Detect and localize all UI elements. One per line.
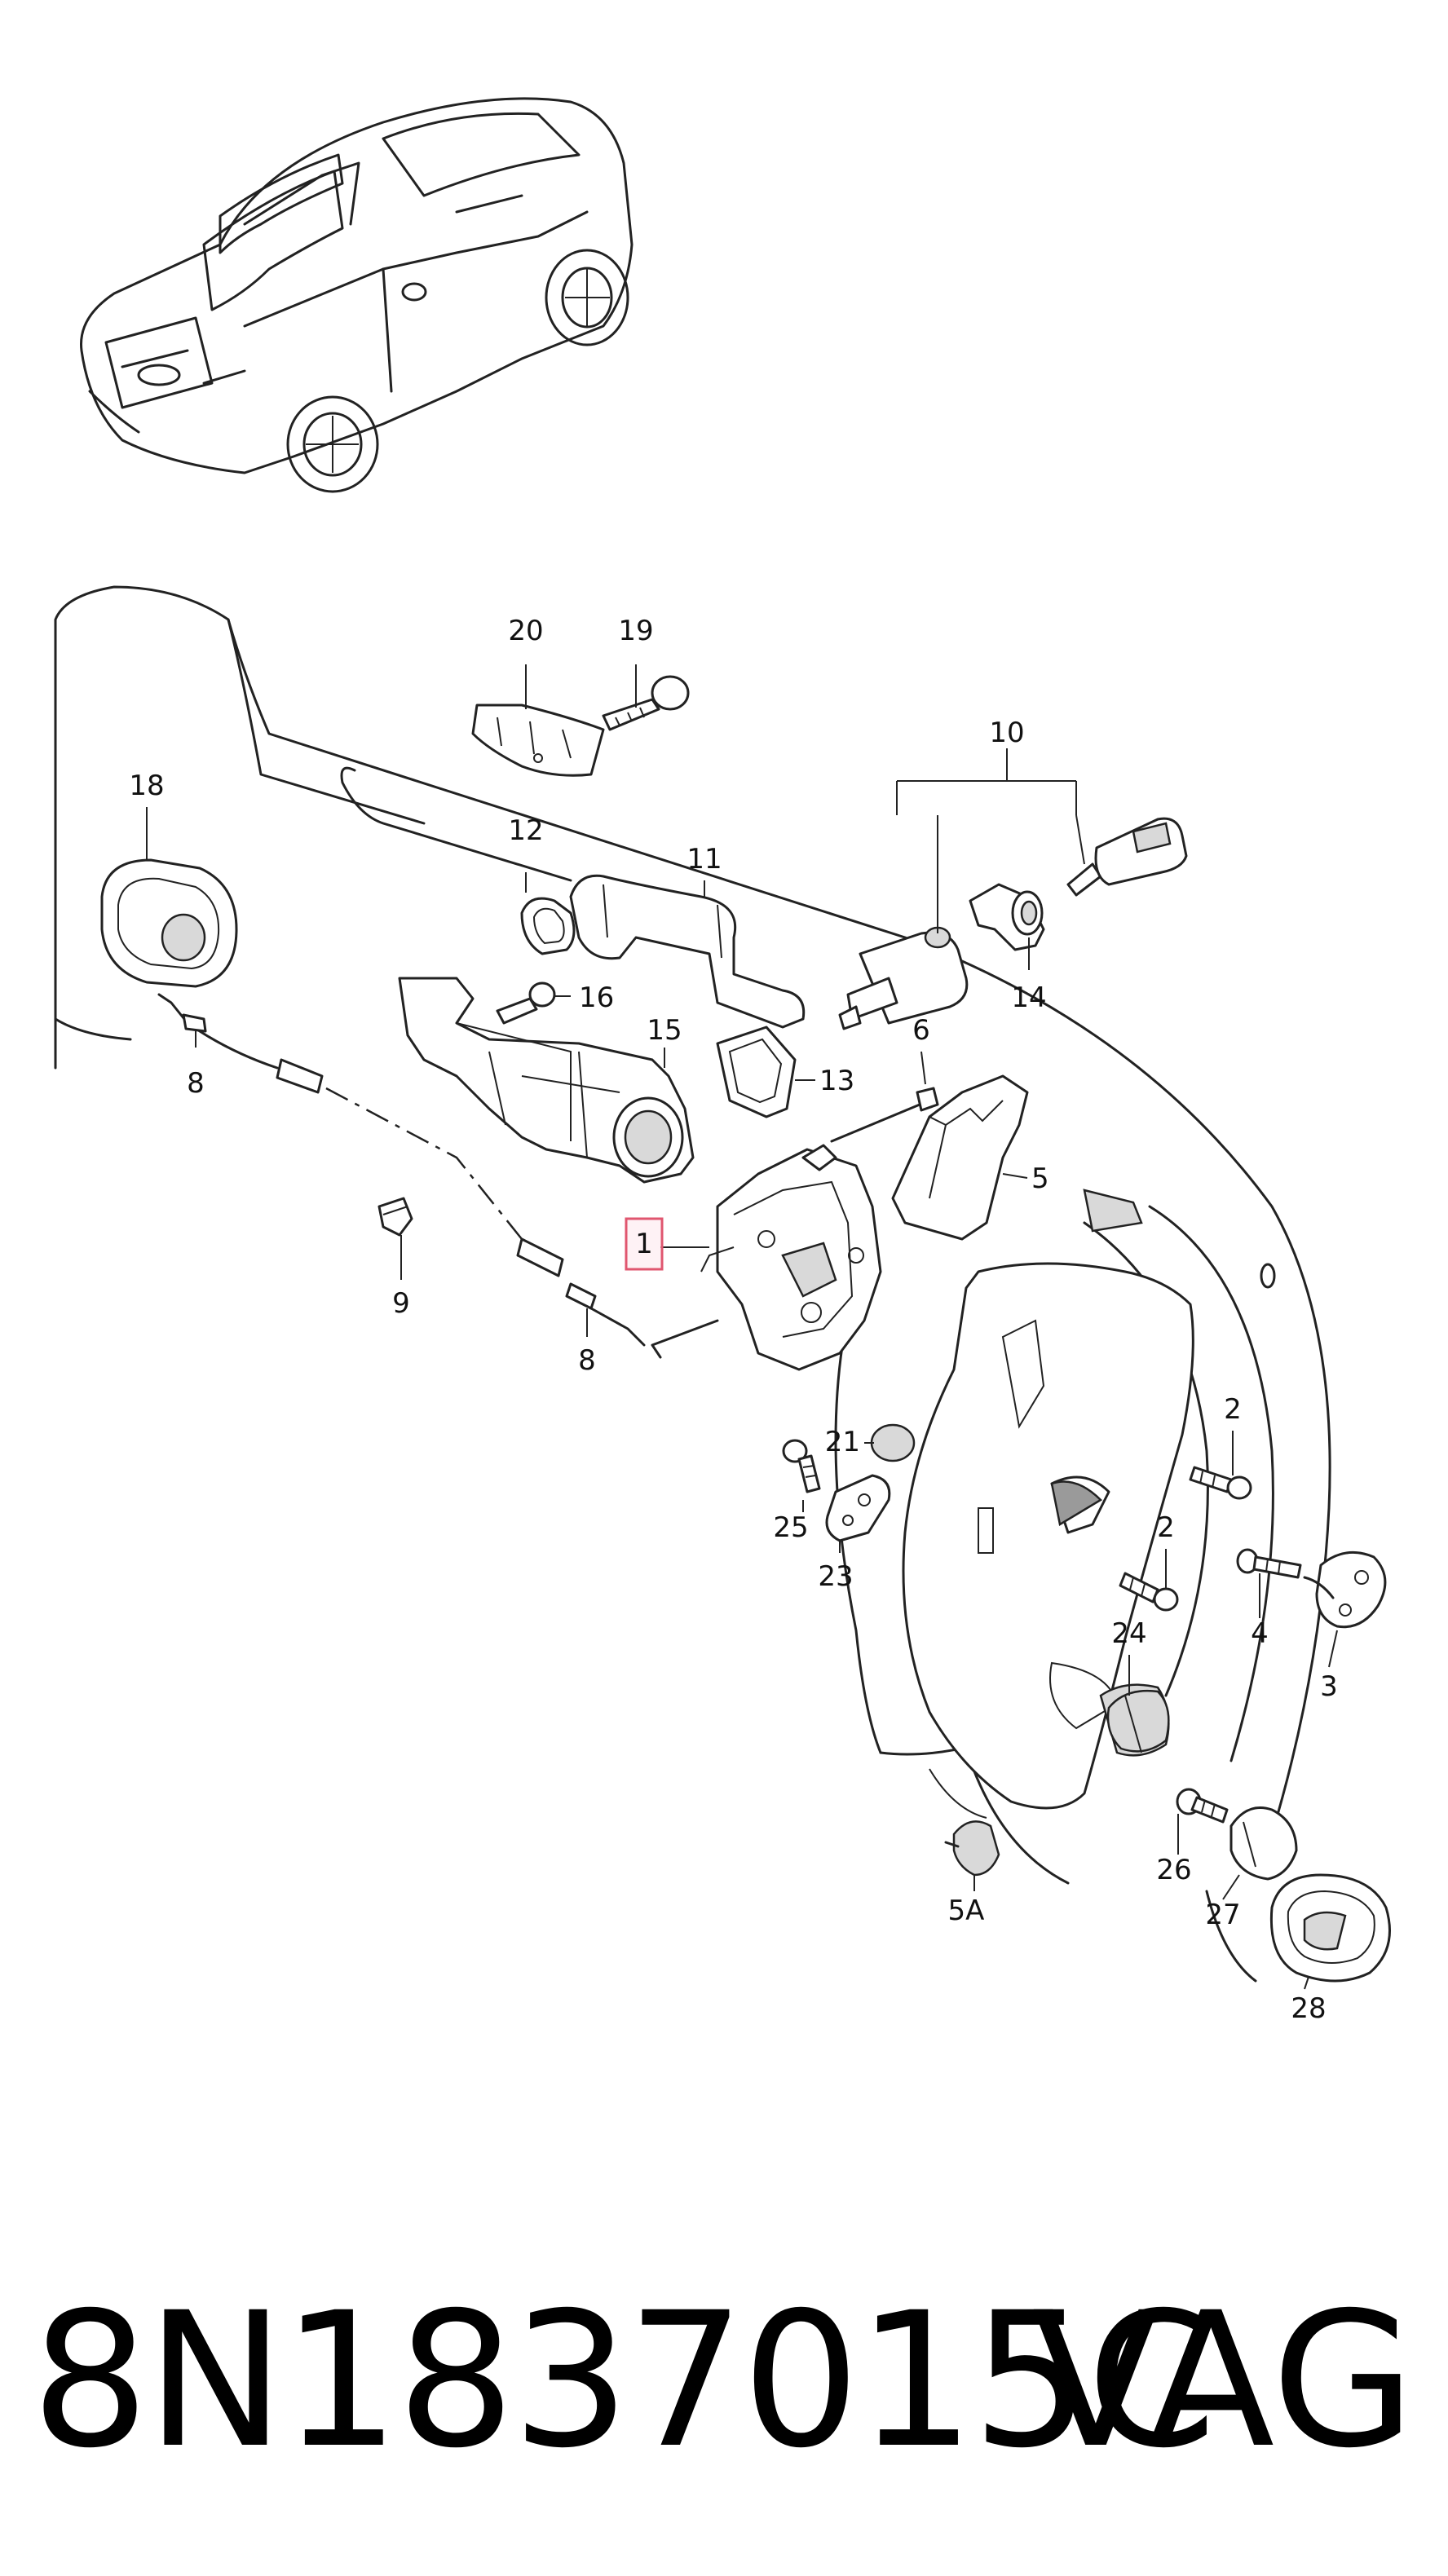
part-26-screw	[1176, 1788, 1229, 1824]
part-28-seal	[1269, 1873, 1391, 1983]
part-27-buffer	[1229, 1806, 1298, 1881]
callout-26: 26	[1156, 1854, 1191, 1886]
part-6-rod	[830, 1087, 939, 1143]
callout-5: 5	[1031, 1162, 1049, 1195]
callout-25: 25	[773, 1511, 808, 1544]
callout-8-lower: 8	[578, 1344, 596, 1377]
part-21-plug	[870, 1423, 916, 1462]
part-10-lock-cylinder	[838, 817, 1188, 1030]
part-3-striker	[1303, 1550, 1387, 1629]
callout-8-upper: 8	[187, 1067, 205, 1100]
part-23-plate	[825, 1474, 891, 1542]
part-24-buffer	[1106, 1690, 1170, 1753]
callout-16: 16	[579, 981, 614, 1014]
part-16-screw	[496, 981, 556, 1025]
car-overview-illustration	[80, 97, 634, 493]
footer-caption: 8N1837015C VAG	[0, 2274, 1448, 2486]
callout-11: 11	[686, 843, 722, 876]
callout-21: 21	[825, 1426, 860, 1458]
callout-5a: 5A	[948, 1895, 985, 1927]
callout-24: 24	[1111, 1617, 1146, 1650]
part-13-gasket	[716, 1026, 797, 1118]
callout-12: 12	[508, 814, 543, 847]
callout-14: 14	[1011, 981, 1046, 1014]
part-number-label: 8N1837015C	[31, 2272, 1216, 2489]
callout-6: 6	[912, 1014, 930, 1047]
parts-exploded-diagram: 1 20 19 10 18 12 11 16 15 14 6 13 8 5 9 …	[54, 97, 1391, 2025]
callout-9: 9	[392, 1287, 410, 1320]
callout-2-lower: 2	[1157, 1511, 1175, 1544]
callout-1: 1	[635, 1228, 653, 1260]
part-4-bolt	[1236, 1548, 1302, 1579]
callout-19: 19	[618, 615, 653, 647]
callout-10: 10	[989, 717, 1024, 749]
part-11-outer-handle	[569, 874, 806, 1029]
brand-label: VAG	[1031, 2272, 1415, 2489]
part-18-bezel	[100, 858, 238, 988]
callout-4: 4	[1251, 1617, 1269, 1650]
callout-28: 28	[1291, 1992, 1326, 2025]
part-8-cable-lower	[516, 1237, 646, 1347]
highlight-box-part-1	[625, 1217, 664, 1271]
callout-13: 13	[819, 1065, 854, 1097]
part-19-screw	[602, 675, 690, 731]
cable-routing-line	[325, 1087, 523, 1240]
part-5-bracket	[891, 1074, 1143, 1241]
part-12-gasket	[520, 897, 576, 955]
callout-20: 20	[508, 615, 543, 647]
part-1-door-lock	[651, 1144, 882, 1371]
part-2-bolt-lower	[1119, 1572, 1179, 1612]
part-5a-cover	[944, 1820, 1000, 1877]
part-9-clip	[377, 1197, 413, 1237]
part-25-screw	[782, 1439, 821, 1493]
callout-27: 27	[1205, 1899, 1240, 1931]
part-15-handle-carrier	[398, 977, 695, 1184]
callout-18: 18	[129, 770, 164, 802]
callout-23: 23	[818, 1560, 853, 1593]
callout-15: 15	[647, 1014, 682, 1047]
part-20-bracket	[471, 704, 605, 777]
leader-lines	[146, 664, 1338, 1990]
part-2-bolt-upper	[1189, 1466, 1252, 1500]
callout-3: 3	[1320, 1670, 1338, 1703]
callout-2-upper: 2	[1224, 1393, 1242, 1426]
callout-labels: 1 20 19 10 18 12 11 16 15 14 6 13 8 5 9 …	[129, 615, 1337, 2025]
part-8-cable-upper	[157, 993, 324, 1094]
